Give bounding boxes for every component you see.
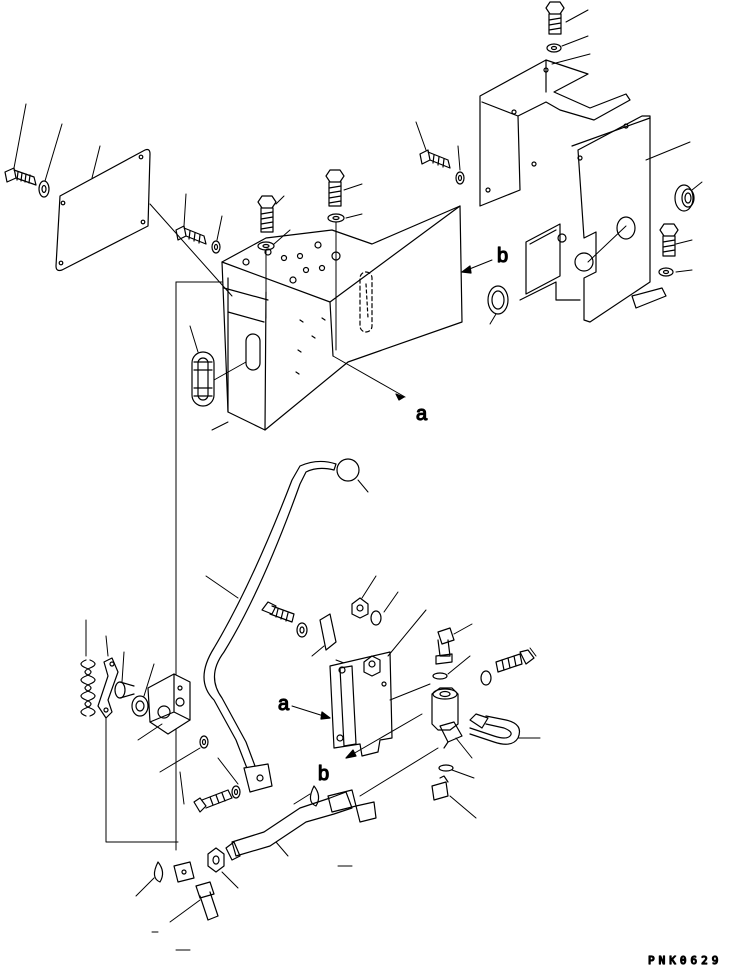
drawing-code: PNK0629 [648,954,722,966]
bolt-box-left [175,225,207,245]
clevis-pin [195,881,219,921]
nut-rod [207,847,225,873]
callout-a-bottom: a [278,693,290,715]
elbow-fitting-side [439,721,463,749]
callout-a-top: a [416,403,428,425]
washer-valve [480,670,492,686]
washer-left-top [38,180,50,198]
clevis-pin-rod [355,801,377,823]
washer-top-right [546,43,562,53]
control-lever [203,458,360,793]
washer-bracket [199,735,209,749]
bolt-left-top [4,167,37,186]
valve-body [431,687,459,731]
elbow-fitting-top [435,627,455,665]
clevis-block [173,861,195,883]
washer-mid-right [455,171,465,185]
bolt-bracket [261,601,295,623]
grommet-right [674,184,695,212]
bolt-box-mid [257,195,277,233]
washer-box-left [211,240,221,254]
bolt-lever [193,789,233,813]
main-box [221,205,463,431]
link-rod [225,789,357,861]
washer-box-right [327,213,345,223]
washer-side-right [658,267,674,277]
nut-bracket [351,597,369,619]
washer-nut-bracket [370,610,382,626]
bolt-box-right [325,169,345,207]
bracket-block [147,673,191,735]
o-ring-bottom [438,764,454,772]
grommet-mid [487,285,509,315]
washer-bracket-2 [296,622,308,638]
cotter-pin-rod [309,785,320,807]
cover-upper-right [479,59,631,207]
clamp [319,613,337,651]
u-pipe [469,713,521,745]
pin-joint [114,681,135,699]
cotter-pin [153,861,164,883]
bolt-side-right [659,223,679,257]
bolt-top-right [545,1,565,35]
bolt-mid-right [419,149,451,169]
spring [80,659,96,717]
lever-arm [97,657,119,719]
elbow-fitting-bottom [431,775,449,801]
o-ring-top [432,672,448,680]
nut-small [131,695,149,717]
callout-b-top: b [497,245,508,267]
washer-lever [231,785,241,799]
cover-lower-right [519,115,667,323]
cover-plate-left [55,148,151,272]
valve-bracket-plate [329,651,393,757]
grommet-box [191,351,215,407]
bolt-valve [495,649,535,673]
callout-b-bottom: b [318,763,329,785]
